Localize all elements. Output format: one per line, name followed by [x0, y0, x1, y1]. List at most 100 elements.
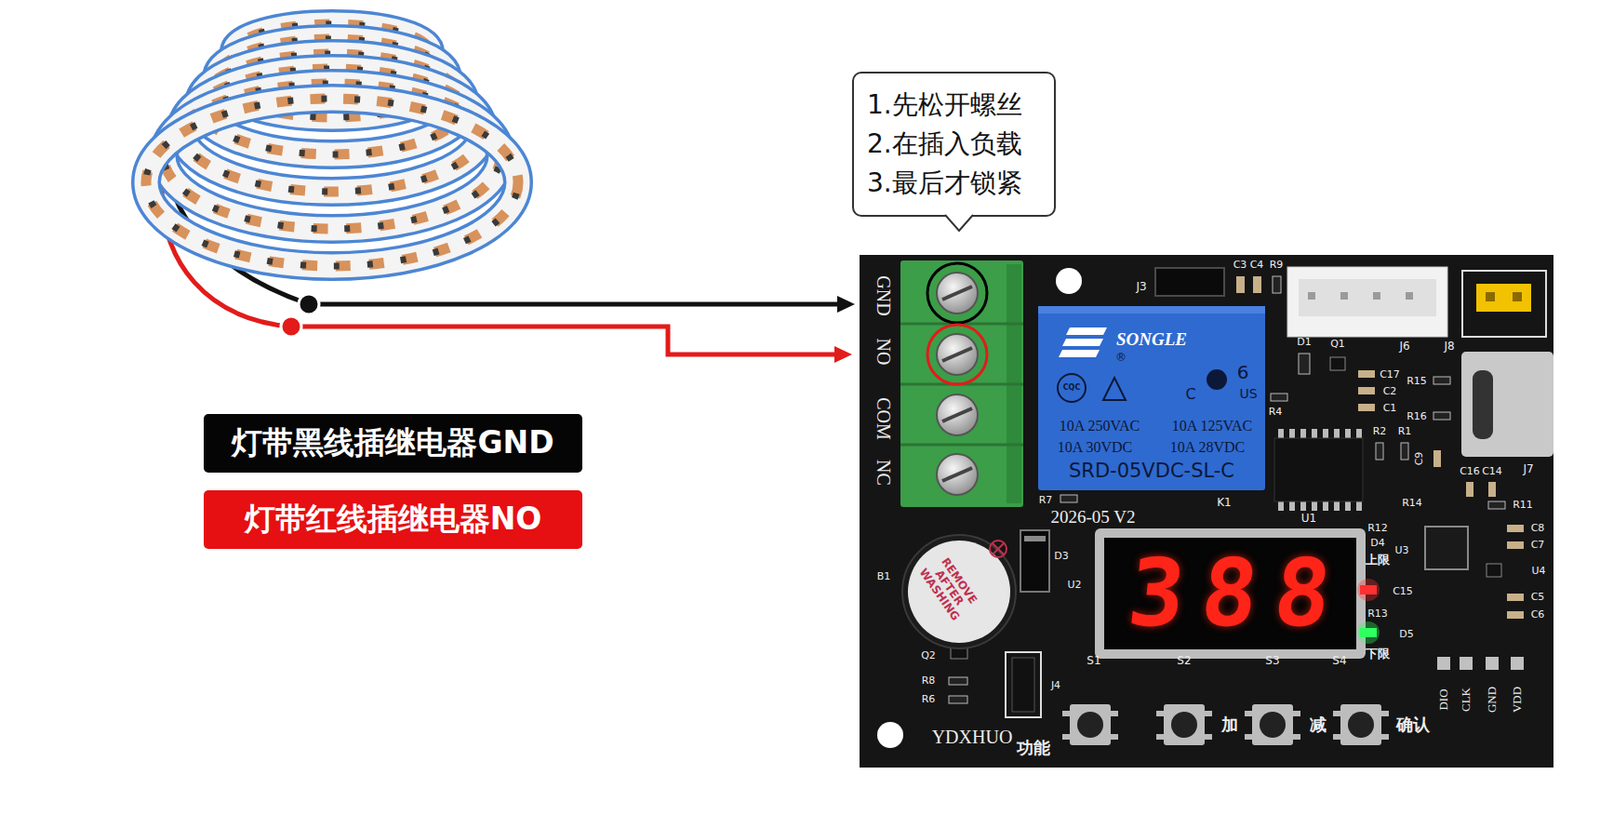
- resistor: [1272, 276, 1281, 294]
- silkscreen-label: D1: [1296, 336, 1311, 348]
- pointer-outline: [945, 214, 974, 231]
- header-pin-label: GND: [1485, 686, 1499, 713]
- silkscreen-label: R15: [1406, 375, 1427, 387]
- relay-marking: 6: [1237, 361, 1250, 383]
- button-leg: [1333, 733, 1341, 740]
- highlight-ring: [927, 324, 987, 385]
- terminal-divider: [900, 443, 1024, 447]
- jumper-outline: [1462, 270, 1547, 337]
- arrowhead: [837, 295, 855, 313]
- capacitor: [1433, 450, 1441, 467]
- smd-parts: [948, 276, 1524, 704]
- capacitor: [1488, 481, 1496, 497]
- silkscreen-label: J7: [1522, 463, 1534, 476]
- black-wire-run: [308, 302, 840, 307]
- buzzer-rim: [902, 534, 1016, 649]
- strip-pads: [146, 98, 519, 267]
- button-leg: [1333, 710, 1341, 717]
- pin: [1340, 292, 1348, 300]
- capacitor: [1253, 276, 1262, 294]
- silkscreen-label: C6: [1531, 609, 1546, 621]
- relay-marking: US: [1239, 386, 1257, 401]
- seven-segment-display: [1094, 528, 1366, 659]
- arrowhead: [834, 346, 853, 363]
- screw-slot: [942, 408, 973, 422]
- button-leg: [1204, 710, 1213, 717]
- silkscreen-label: S1: [1086, 654, 1101, 667]
- button-leg: [1062, 710, 1070, 717]
- header-pin-label: VDD: [1510, 686, 1524, 713]
- strip-leds: [146, 98, 519, 267]
- relay-rating: 10A 125VAC: [1172, 417, 1253, 435]
- button-leg: [1110, 733, 1119, 740]
- pin: [1373, 292, 1381, 300]
- resistor: [1270, 393, 1288, 401]
- jumper-j8: [1462, 270, 1547, 337]
- pcb-board: [859, 254, 1554, 768]
- relay-brand: SONGLE: [1116, 330, 1187, 350]
- capacitor: [1506, 611, 1524, 619]
- ur-mark: [1206, 369, 1227, 390]
- wiring-note: 灯带红线插继电器NO: [244, 498, 543, 541]
- pin: [1307, 292, 1316, 300]
- diode-band: [1024, 535, 1046, 542]
- usb-shell: [1461, 351, 1554, 457]
- terminal-label: NO: [873, 338, 894, 366]
- note-band: 灯带黑线插继电器GND: [203, 413, 583, 473]
- button-leg: [1244, 710, 1253, 717]
- wire-dot: [280, 316, 302, 337]
- silkscreen-label: C14: [1481, 466, 1503, 478]
- pin: [1512, 292, 1522, 302]
- transistor: [1330, 357, 1346, 371]
- silkscreen-label: C15: [1392, 586, 1414, 598]
- usb-opening: [1472, 370, 1494, 440]
- silkscreen-label: R6: [921, 693, 936, 706]
- resistor: [1060, 494, 1078, 503]
- regulator: [1486, 563, 1502, 577]
- button-leg: [1156, 710, 1164, 717]
- relay-logo: [1066, 327, 1107, 335]
- pin-pad: [1459, 656, 1473, 670]
- strip-edge: [146, 98, 519, 267]
- button-base: [1163, 704, 1205, 746]
- button-base: [1252, 704, 1294, 746]
- relay-rating: 10A 28VDC: [1170, 439, 1245, 456]
- button-leg: [1381, 733, 1389, 740]
- capacitor: [1358, 386, 1375, 395]
- button-leg: [1204, 733, 1213, 740]
- silkscreen-label: D3: [1053, 550, 1068, 562]
- screw: [936, 272, 978, 314]
- silkscreen-label: R16: [1406, 411, 1427, 423]
- button-label: 加: [1221, 715, 1239, 734]
- connector-j6: [1287, 266, 1448, 337]
- cqc-mark: [1057, 373, 1086, 402]
- silkscreen-label: S4: [1332, 654, 1347, 667]
- wash-symbol: [992, 543, 1004, 555]
- mounting-hole: [1055, 267, 1082, 294]
- header-j4: [1005, 652, 1041, 718]
- button-cap: [1077, 711, 1104, 738]
- mounting-hole: [877, 721, 904, 748]
- wire-dot: [298, 293, 320, 315]
- pin-pad: [1437, 656, 1451, 670]
- note-band: 灯带红线插继电器NO: [203, 490, 583, 549]
- button-base: [1069, 704, 1111, 746]
- led-glow: [1357, 621, 1380, 644]
- ic-pins: [1278, 501, 1362, 511]
- silkscreen-label: R8: [921, 675, 936, 687]
- silkscreen-label: C17: [1379, 369, 1400, 381]
- silkscreen-label: R4: [1268, 406, 1283, 418]
- screw-slot: [942, 347, 973, 361]
- relay-marking: C: [1185, 386, 1196, 403]
- usb-c-port: [1461, 351, 1554, 457]
- silkscreen-label: R12: [1367, 522, 1388, 534]
- button-leg: [1381, 710, 1389, 717]
- capacitor: [1506, 541, 1524, 549]
- relay-rating: 10A 250VAC: [1059, 417, 1140, 435]
- capacitor: [1358, 403, 1375, 412]
- silkscreen-label: C16: [1459, 466, 1480, 478]
- button-cap: [1259, 711, 1286, 738]
- screw: [936, 333, 978, 375]
- red-wire-run: [291, 326, 838, 355]
